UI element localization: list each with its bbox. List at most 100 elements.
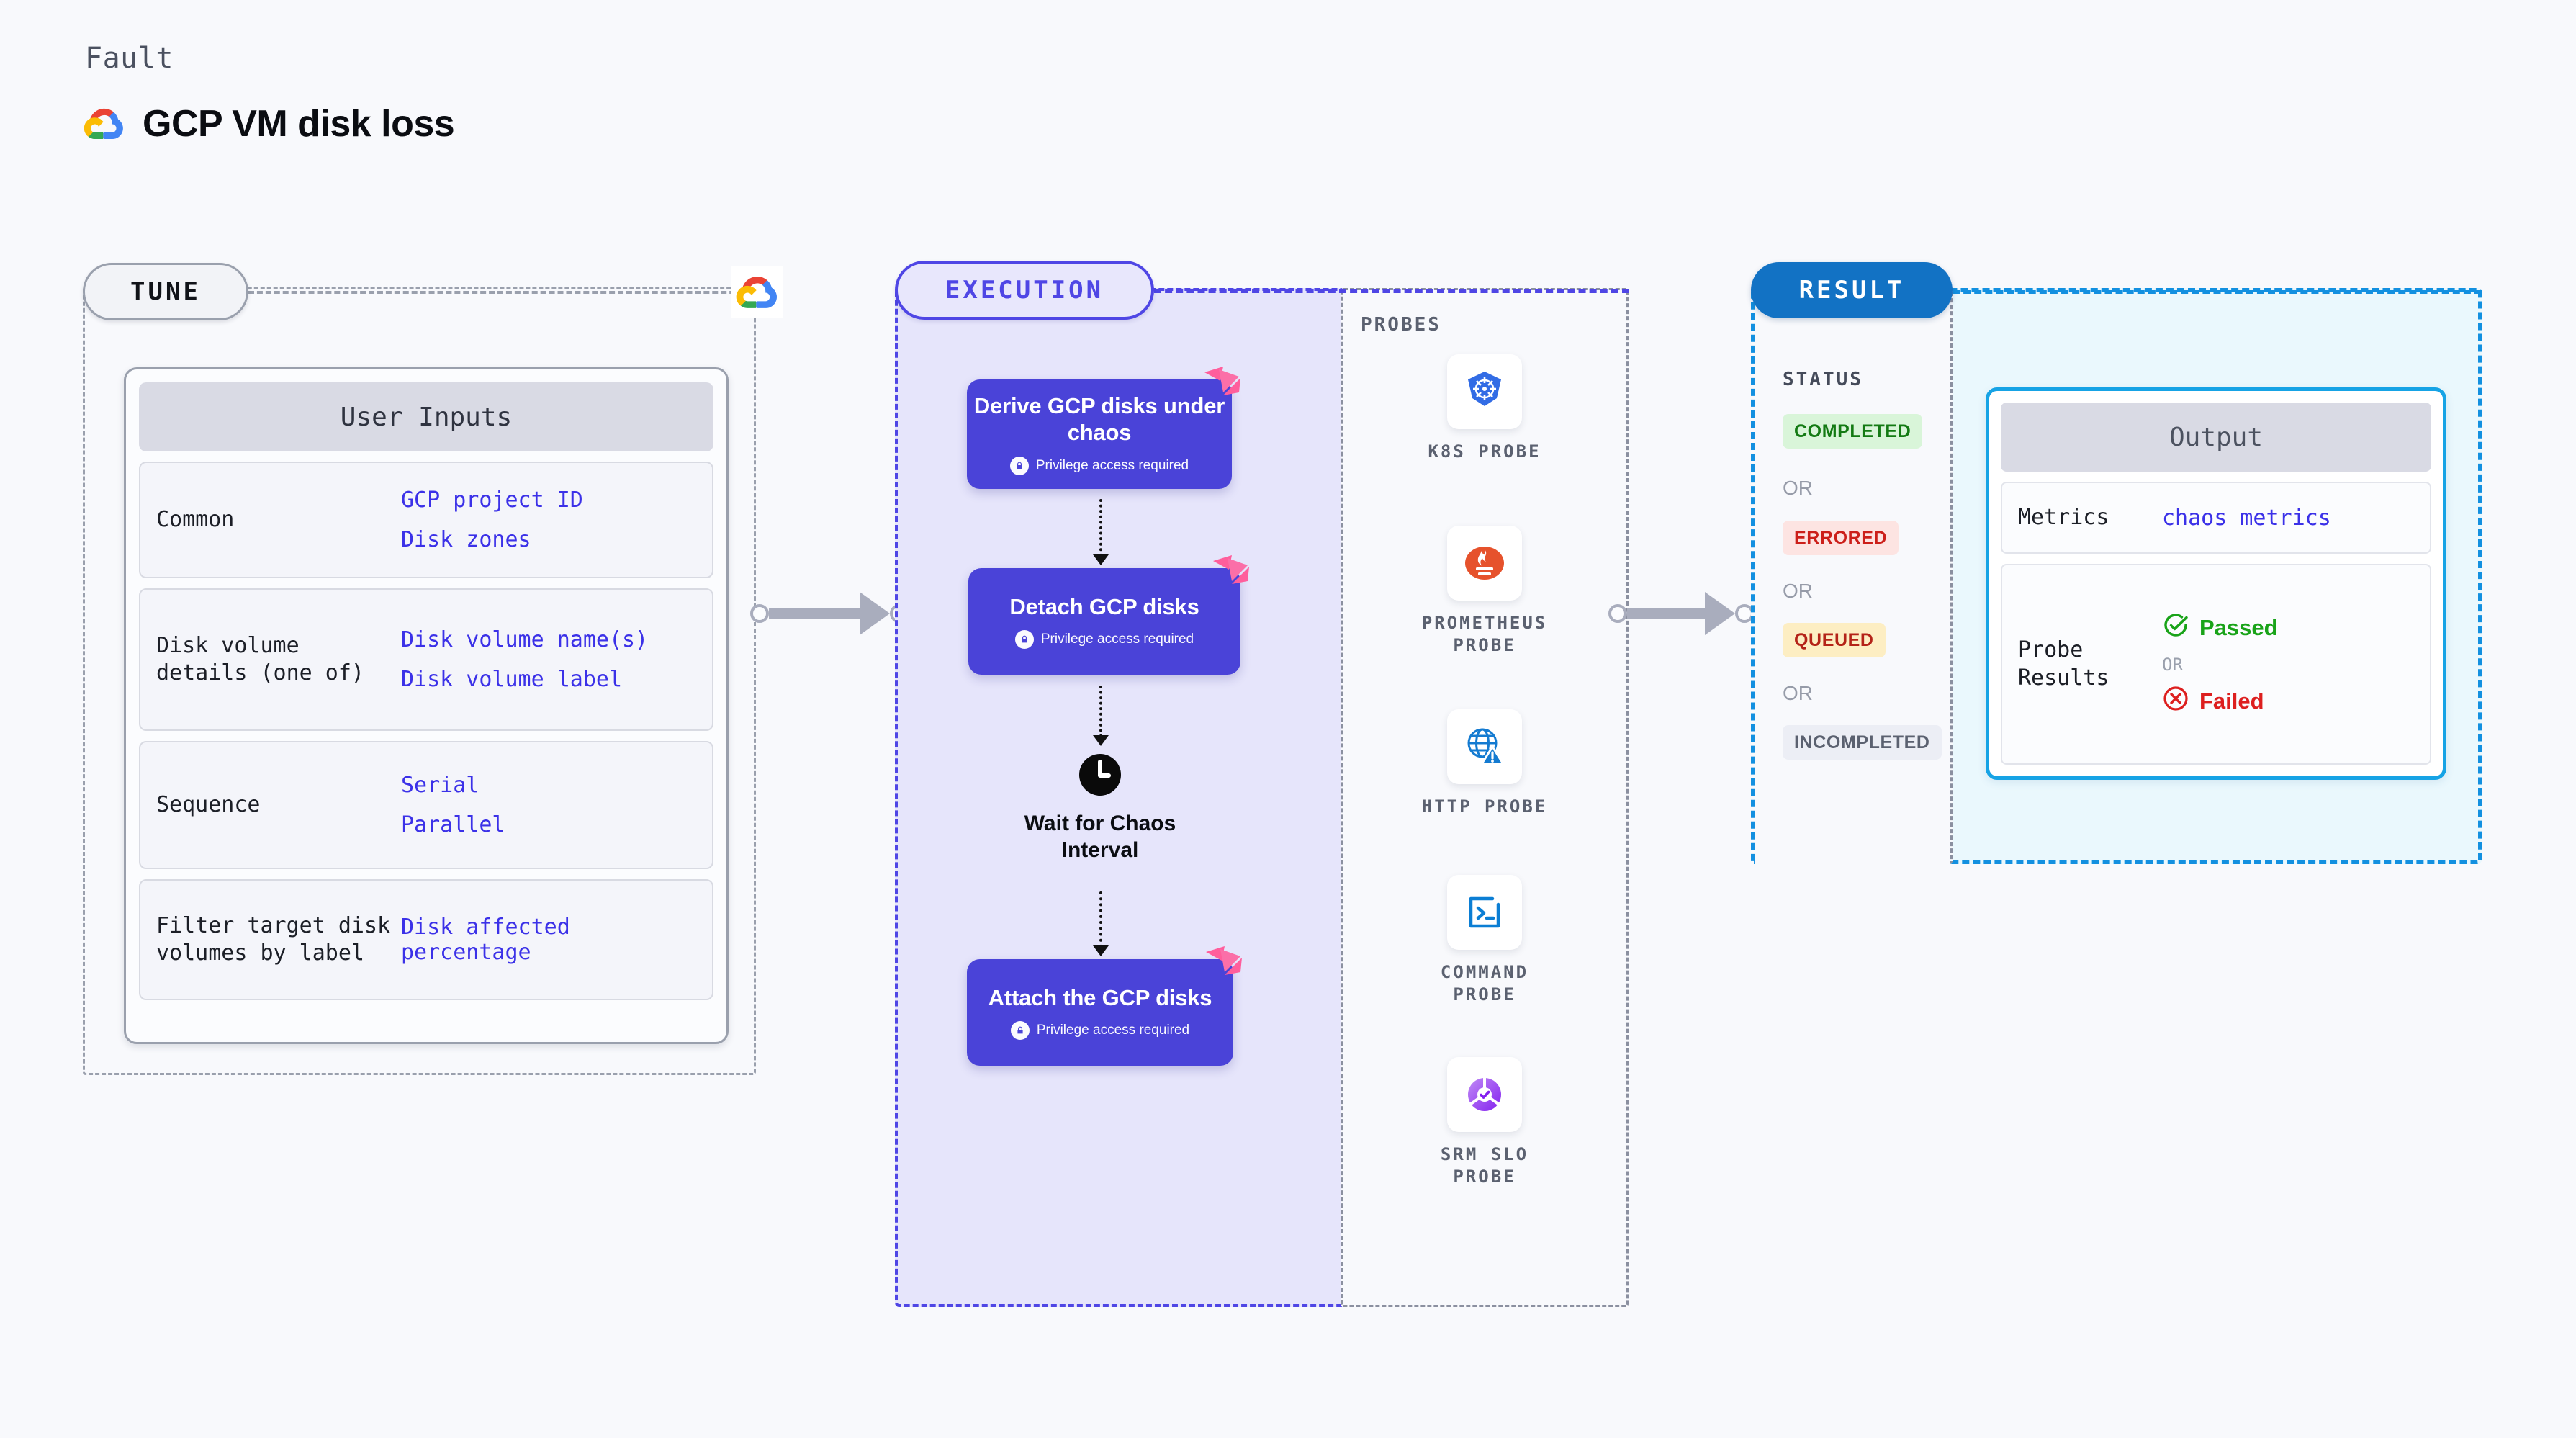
connector-arrowhead-icon xyxy=(1705,592,1735,635)
input-row-disk-volume-details[interactable]: Disk volume details (one of) Disk volume… xyxy=(139,588,713,731)
status-or-label: OR xyxy=(1783,477,1813,499)
kubernetes-icon xyxy=(1447,354,1522,429)
probe-result-failed: Failed xyxy=(2162,685,2278,718)
execution-node-attach-disks[interactable]: Attach the GCP disks Privilege access re… xyxy=(967,946,1242,1066)
execution-node-wait-interval: Wait for Chaos Interval xyxy=(1006,752,1194,863)
probe-item-k8s[interactable]: K8S PROBE xyxy=(1413,354,1557,463)
execution-pill[interactable]: EXECUTION xyxy=(895,261,1154,320)
input-value[interactable]: Disk volume name(s) xyxy=(401,627,649,652)
input-row-key: Disk volume details (one of) xyxy=(156,632,364,686)
page-title: GCP VM disk loss xyxy=(143,103,455,145)
lock-icon xyxy=(1014,630,1034,650)
user-inputs-card: User Inputs Common GCP project ID Disk z… xyxy=(124,367,729,1044)
flow-arrowhead-icon xyxy=(1093,945,1109,956)
input-value[interactable]: Disk zones xyxy=(401,527,531,552)
input-row-values: GCP project ID Disk zones xyxy=(401,487,583,552)
terminal-icon xyxy=(1447,875,1522,950)
execution-pill-connector xyxy=(1154,289,1629,293)
tune-section-box xyxy=(83,287,756,1075)
node-title: Derive GCP disks under chaos xyxy=(973,393,1225,445)
node-privilege-note: Privilege access required xyxy=(1009,456,1189,475)
gcp-logo-icon xyxy=(731,266,783,318)
input-row-sequence[interactable]: Sequence Serial Parallel xyxy=(139,741,713,869)
x-circle-icon xyxy=(2162,685,2189,718)
output-row-value[interactable]: chaos metrics xyxy=(2162,505,2331,531)
probe-item-srm-slo[interactable]: SRM SLO PROBE xyxy=(1413,1057,1557,1188)
result-pill-connector xyxy=(1953,290,2482,294)
clock-icon xyxy=(1078,752,1122,801)
probe-result-passed-label: Passed xyxy=(2199,614,2278,640)
probe-result-failed-label: Failed xyxy=(2199,688,2264,714)
probes-title: PROBES xyxy=(1361,314,1441,336)
srm-slo-icon xyxy=(1447,1057,1522,1132)
page-title-row: GCP VM disk loss xyxy=(84,102,455,145)
probe-label: PROMETHEUS PROBE xyxy=(1421,613,1548,656)
status-title: STATUS xyxy=(1783,369,1863,390)
harness-logo-icon xyxy=(1203,943,1243,978)
result-pill[interactable]: RESULT xyxy=(1751,262,1953,318)
connector-tune-to-execution xyxy=(750,592,909,635)
prometheus-icon xyxy=(1447,526,1522,601)
node-privilege-note: Privilege access required xyxy=(1010,1021,1190,1041)
input-row-key: Sequence xyxy=(156,791,261,817)
status-badge-queued: QUEUED xyxy=(1783,623,1886,657)
execution-node-derive-disks[interactable]: Derive GCP disks under chaos Privilege a… xyxy=(967,367,1240,489)
status-badge-errored: ERRORED xyxy=(1783,521,1899,555)
flow-arrowhead-icon xyxy=(1093,735,1109,746)
user-inputs-header: User Inputs xyxy=(139,382,713,451)
node-privilege-label: Privilege access required xyxy=(1036,1023,1190,1038)
node-title: Attach the GCP disks xyxy=(988,984,1212,1010)
probe-result-values: Passed OR Failed xyxy=(2162,611,2278,718)
input-value[interactable]: Serial xyxy=(401,773,479,798)
node-privilege-label: Privilege access required xyxy=(1040,632,1194,647)
lock-icon xyxy=(1009,456,1029,475)
flow-arrow-line xyxy=(1099,686,1102,737)
input-value[interactable]: GCP project ID xyxy=(401,487,583,513)
execution-node-detach-disks[interactable]: Detach GCP disks Privilege access requir… xyxy=(968,555,1249,675)
probe-label: K8S PROBE xyxy=(1428,441,1541,462)
probe-label: HTTP PROBE xyxy=(1421,796,1548,817)
connector-arrowhead-icon xyxy=(860,592,890,635)
status-badge-completed: COMPLETED xyxy=(1783,414,1923,449)
connector-execution-to-result xyxy=(1608,592,1754,635)
output-row-probe-results[interactable]: Probe Results Passed OR xyxy=(2001,564,2431,765)
output-row-metrics[interactable]: Metrics chaos metrics xyxy=(2001,482,2431,554)
input-value[interactable]: Disk affected percentage xyxy=(401,915,570,965)
probe-item-command[interactable]: COMMAND PROBE xyxy=(1413,875,1557,1006)
input-row-values: Disk affected percentage xyxy=(401,915,696,965)
input-row-filter-target[interactable]: Filter target disk volumes by label Disk… xyxy=(139,879,713,1000)
flow-arrowhead-icon xyxy=(1093,554,1109,565)
input-row-values: Serial Parallel xyxy=(401,773,505,837)
input-value[interactable]: Disk volume label xyxy=(401,667,623,692)
check-circle-icon xyxy=(2162,611,2189,644)
output-header: Output xyxy=(2001,403,2431,472)
status-badge-incompleted: INCOMPLETED xyxy=(1783,725,1942,760)
flow-arrow-line xyxy=(1099,499,1102,557)
connector-bar xyxy=(769,608,860,619)
harness-logo-icon xyxy=(1210,552,1251,587)
http-globe-warning-icon xyxy=(1447,709,1522,784)
tune-pill[interactable]: TUNE xyxy=(83,263,248,320)
result-status-column xyxy=(1751,288,1953,864)
gcp-logo-icon xyxy=(84,107,124,141)
connector-bar xyxy=(1627,608,1705,619)
output-row-key: Metrics xyxy=(2018,504,2109,530)
probe-item-prometheus[interactable]: PROMETHEUS PROBE xyxy=(1413,526,1557,657)
wait-node-label: Wait for Chaos Interval xyxy=(1024,812,1176,862)
probe-label: COMMAND PROBE xyxy=(1440,962,1529,1005)
harness-logo-icon xyxy=(1202,364,1242,398)
probe-label: SRM SLO PROBE xyxy=(1440,1144,1529,1187)
input-row-key: Filter target disk volumes by label xyxy=(156,912,391,966)
status-or-label: OR xyxy=(1783,580,1813,602)
input-row-common[interactable]: Common GCP project ID Disk zones xyxy=(139,462,713,578)
node-privilege-label: Privilege access required xyxy=(1035,457,1189,473)
probe-result-passed: Passed xyxy=(2162,611,2278,644)
input-value[interactable]: Parallel xyxy=(401,812,505,837)
page-eyebrow: Fault xyxy=(85,42,174,75)
status-or-label: OR xyxy=(1783,682,1813,704)
flow-arrow-line xyxy=(1099,891,1102,948)
probe-item-http[interactable]: HTTP PROBE xyxy=(1413,709,1557,818)
output-card: Output Metrics chaos metrics Probe Resul… xyxy=(1986,387,2446,780)
connector-dot xyxy=(1608,604,1627,623)
